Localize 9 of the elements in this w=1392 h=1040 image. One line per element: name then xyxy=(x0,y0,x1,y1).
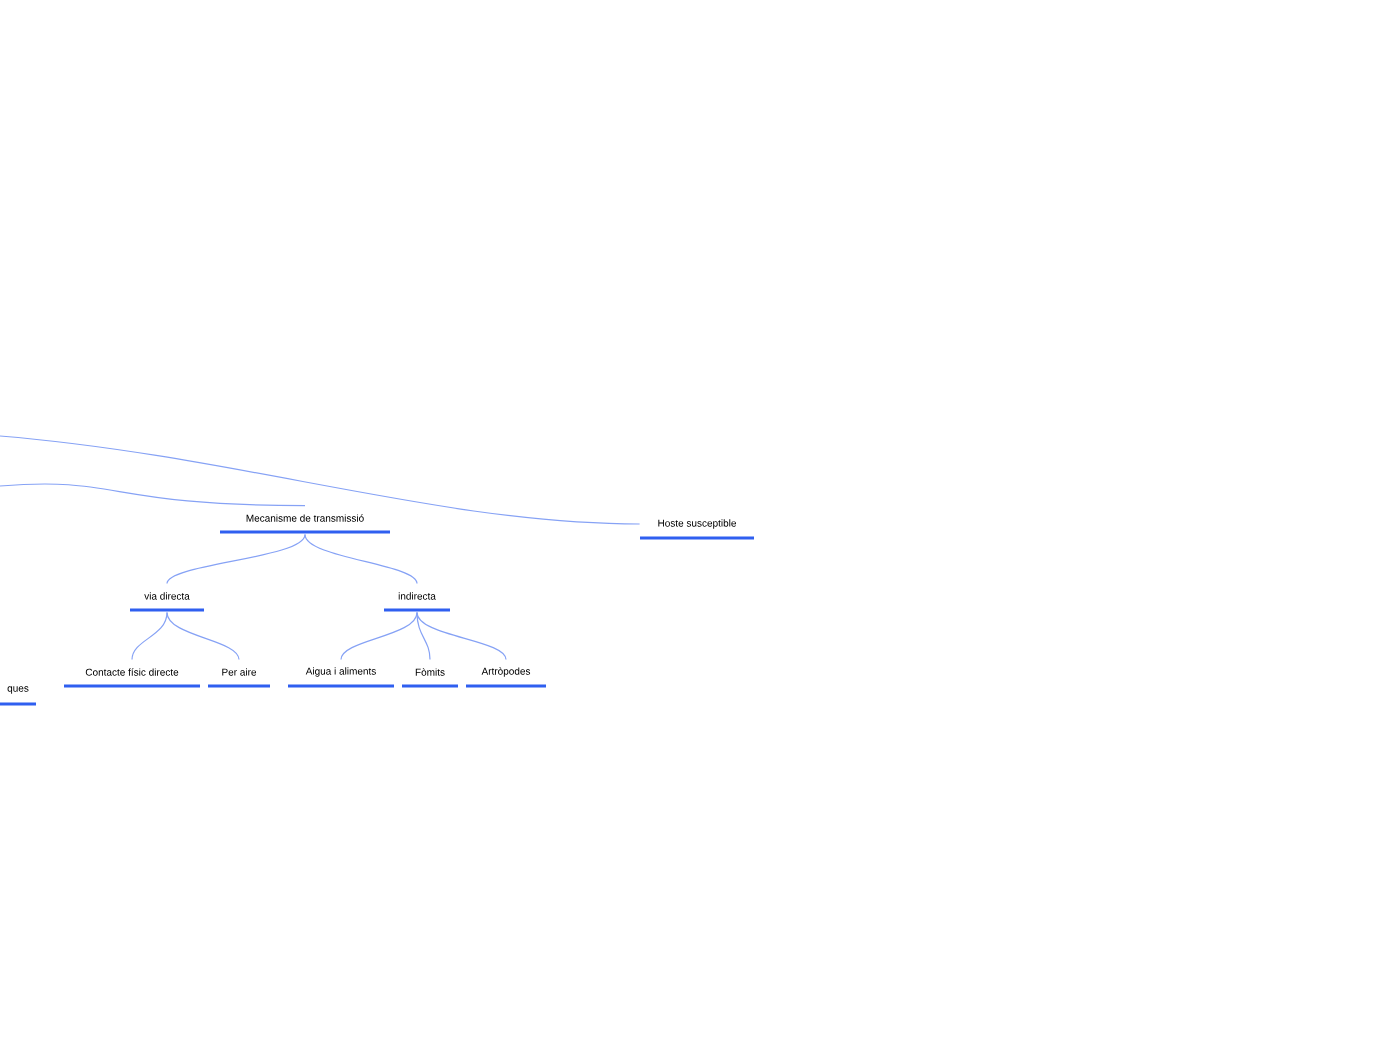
connector xyxy=(340,611,418,661)
connector xyxy=(304,533,418,585)
connector xyxy=(416,611,431,661)
connector xyxy=(131,611,168,661)
connector xyxy=(416,611,507,661)
connector xyxy=(166,533,306,585)
connector xyxy=(0,483,306,507)
connector xyxy=(0,435,641,525)
connector xyxy=(166,611,240,661)
